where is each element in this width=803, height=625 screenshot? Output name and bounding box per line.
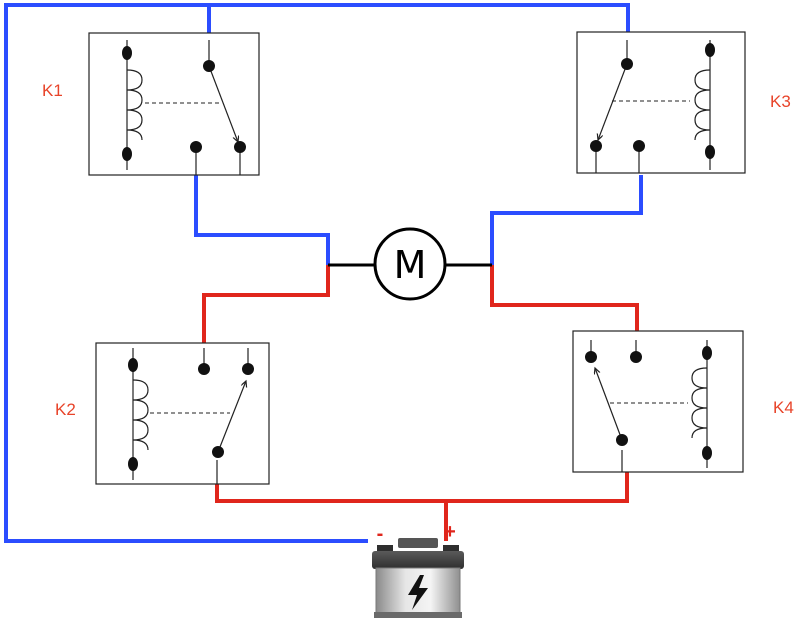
relay-k1-terminal (122, 147, 132, 161)
relay-k3-terminal (705, 145, 715, 159)
motor: M (373, 227, 447, 301)
battery-base (374, 612, 462, 618)
relay-k3-coil-icon (694, 69, 711, 141)
k1-to-motor-wire (194, 175, 330, 265)
lightning-bolt-icon (408, 575, 428, 610)
relay-k1-switch-arm (208, 65, 238, 142)
relay-k3-pin-lines (595, 40, 711, 173)
relay-k3-terminal (621, 58, 633, 70)
relay-k3-terminal (705, 43, 715, 57)
relay-k3-switch-arm (598, 63, 628, 140)
relay-k3-label: K3 (770, 92, 791, 111)
relay-k2 (95, 342, 270, 485)
relay-k4-terminal (702, 446, 712, 460)
motor-to-k4-wire (490, 265, 639, 333)
relay-k4-switch-arm (595, 368, 623, 441)
negative-main-wire (4, 3, 630, 543)
relay-k1-pin-lines (126, 40, 241, 175)
relay-k2-coil-icon (132, 379, 149, 451)
motor-to-k2-wire (202, 265, 330, 345)
battery-handle (398, 538, 438, 548)
relay-k4-label: K4 (773, 398, 794, 417)
relay-k1-housing (88, 32, 260, 176)
relay-k2-label: K2 (55, 400, 76, 419)
battery-negative-label: - (377, 523, 384, 545)
relay-k1 (88, 32, 260, 176)
relay-k1-terminal (203, 60, 215, 72)
relay-k2-terminal (242, 363, 254, 375)
battery-terminal-positive (443, 545, 459, 553)
relay-k1-coil-icon (126, 69, 143, 141)
battery-positive-label: + (444, 521, 456, 543)
relay-k3-terminal (590, 140, 602, 152)
relay-k4-coil-icon (691, 367, 708, 439)
relay-k2-pin-lines (132, 348, 249, 484)
relay-k2-terminal (198, 363, 210, 375)
relay-k2-housing (95, 342, 270, 485)
relay-k1-terminal (190, 141, 202, 153)
motor-label: M (394, 243, 427, 287)
relay-k1-terminal (122, 46, 132, 60)
relay-k1-terminal (234, 141, 246, 153)
relay-k3 (576, 31, 746, 174)
motor-symbol (373, 227, 447, 301)
positive-main-wire (215, 472, 629, 503)
relay-k4-terminal (585, 351, 597, 363)
battery-terminal-negative (377, 545, 393, 553)
relay-k4-terminal (630, 351, 642, 363)
relay-k4-pin-lines (590, 340, 708, 472)
relay-k3-housing (576, 31, 746, 174)
relay-k4 (572, 330, 744, 473)
battery-icon: - + (372, 521, 464, 618)
relay-k3-terminal (633, 140, 645, 152)
relay-k2-terminal (128, 358, 138, 372)
relay-k4-terminal (702, 346, 712, 360)
relay-k2-terminal (128, 457, 138, 471)
relay-k2-terminal (212, 446, 224, 458)
relay-k4-terminal (616, 434, 628, 446)
k3-to-motor-wire (490, 175, 643, 265)
battery-lid (372, 551, 464, 569)
relay-k1-label: K1 (42, 81, 63, 100)
relay-k4-housing (572, 330, 744, 473)
relay-k2-switch-arm (217, 381, 246, 453)
